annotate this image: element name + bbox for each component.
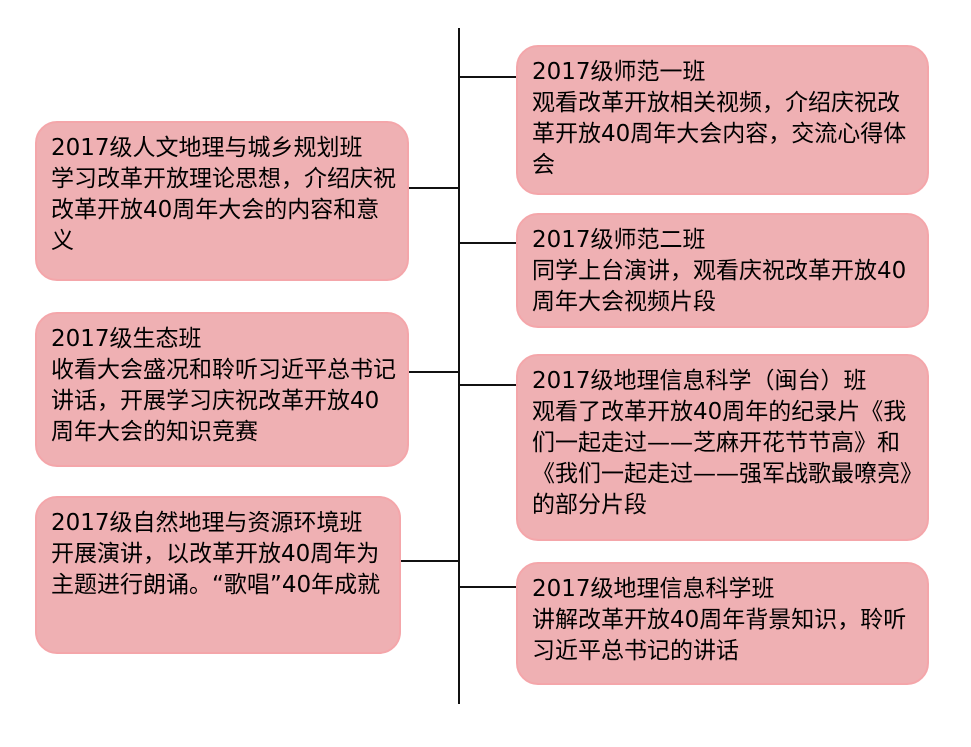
timeline-card-left-2: 2017级生态班 收看大会盛况和聆听习近平总书记讲话，开展学习庆祝改革开放40周… [35, 312, 409, 467]
timeline-card-right-3: 2017级地理信息科学（闽台）班 观看了改革开放40周年的纪录片《我们一起走过—… [516, 354, 929, 541]
timeline-card-right-4: 2017级地理信息科学班 讲解改革开放40周年背景知识，聆听习近平总书记的讲话 [516, 562, 929, 685]
card-description: 学习改革开放理论思想，介绍庆祝改革开放40周年大会的内容和意义 [51, 166, 396, 254]
card-title: 2017级生态班 [51, 326, 202, 352]
card-description: 收看大会盛况和聆听习近平总书记讲话，开展学习庆祝改革开放40周年大会的知识竞赛 [51, 357, 396, 445]
connector-left-1 [408, 187, 460, 189]
card-title: 2017级地理信息科学（闽台）班 [532, 368, 867, 394]
connector-left-3 [400, 560, 460, 562]
connector-right-1 [460, 76, 517, 78]
card-title: 2017级自然地理与资源环境班 [51, 510, 363, 536]
card-title: 2017级人文地理与城乡规划班 [51, 135, 363, 161]
card-title: 2017级师范一班 [532, 59, 706, 85]
timeline-axis [458, 28, 460, 704]
card-description: 观看了改革开放40周年的纪录片《我们一起走过——芝麻开花节节高》和《我们一起走过… [532, 399, 912, 518]
card-description: 讲解改革开放40周年背景知识，聆听习近平总书记的讲话 [532, 607, 907, 664]
connector-right-3 [460, 384, 517, 386]
timeline-card-right-2: 2017级师范二班 同学上台演讲，观看庆祝改革开放40周年大会视频片段 [516, 213, 929, 328]
card-description: 同学上台演讲，观看庆祝改革开放40周年大会视频片段 [532, 258, 907, 315]
connector-left-2 [408, 371, 460, 373]
timeline-card-right-1: 2017级师范一班 观看改革开放相关视频，介绍庆祝改革开放40周年大会内容，交流… [516, 45, 929, 195]
connector-right-4 [460, 586, 517, 588]
card-title: 2017级师范二班 [532, 227, 706, 253]
card-title: 2017级地理信息科学班 [532, 576, 775, 602]
card-description: 观看改革开放相关视频，介绍庆祝改革开放40周年大会内容，交流心得体会 [532, 90, 907, 178]
timeline-card-left-3: 2017级自然地理与资源环境班 开展演讲，以改革开放40周年为主题进行朗诵。“歌… [35, 496, 401, 654]
card-description: 开展演讲，以改革开放40周年为主题进行朗诵。“歌唱”40年成就 [51, 541, 381, 598]
timeline-card-left-1: 2017级人文地理与城乡规划班 学习改革开放理论思想，介绍庆祝改革开放40周年大… [35, 121, 409, 281]
connector-right-2 [460, 242, 517, 244]
